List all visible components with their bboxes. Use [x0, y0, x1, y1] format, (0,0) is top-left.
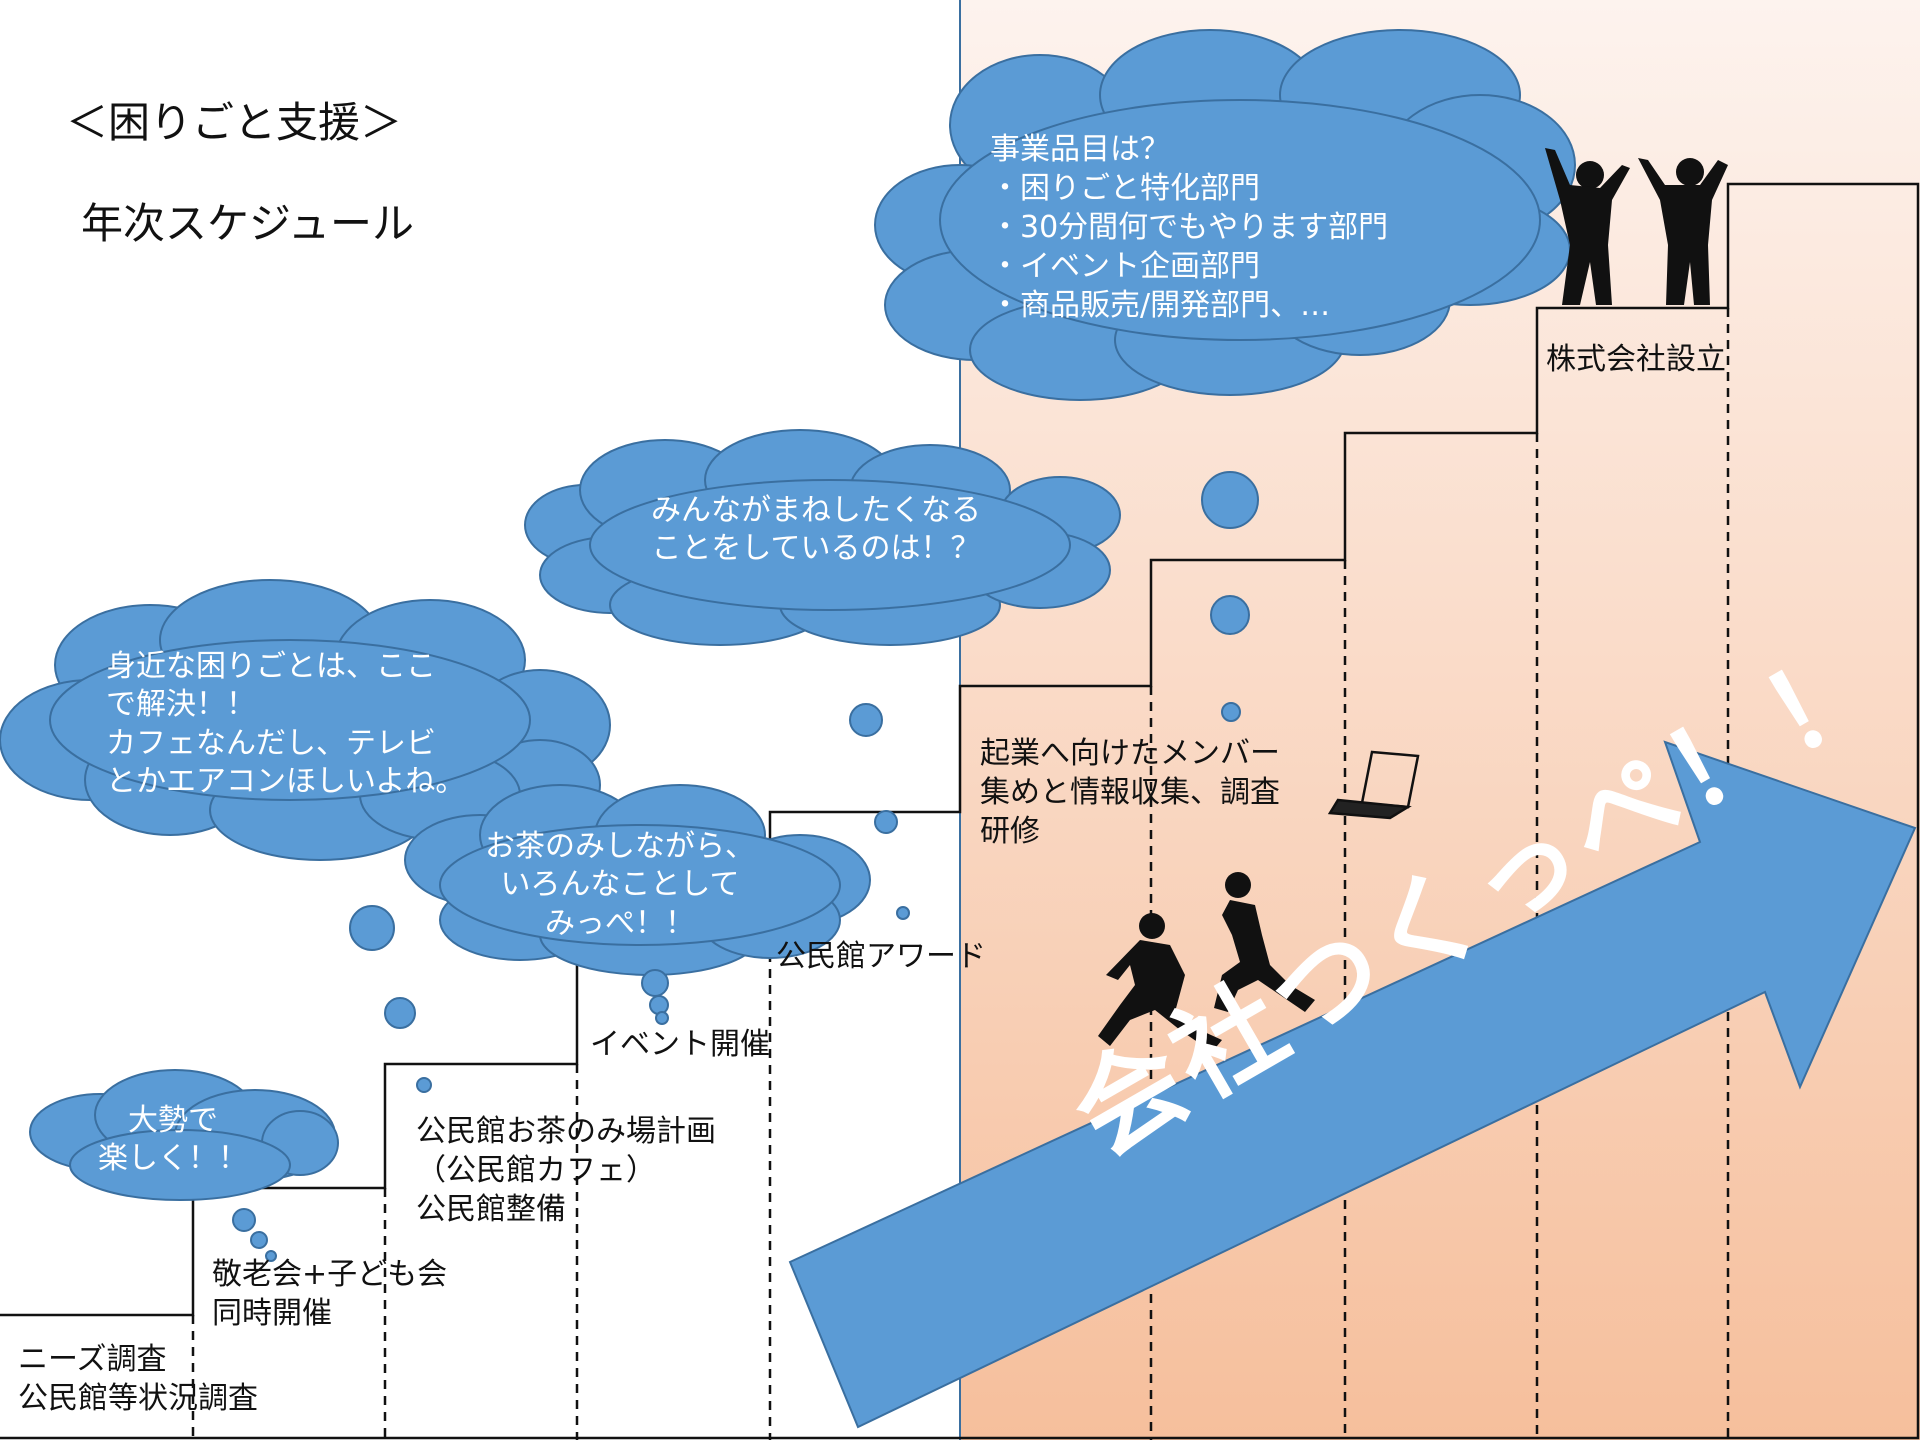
- runner-icon: [1214, 872, 1315, 1012]
- cloud-ochanomi: [404, 784, 871, 1025]
- step-label-cafe-plan: 公民館お茶のみ場計画 （公民館カフェ） 公民館整備: [416, 1114, 716, 1227]
- title-line-1: ＜困りごと支援＞: [66, 98, 403, 148]
- step-label-startup-prep: 起業へ向けたメンバー 集めと情報収集、調査 研修: [980, 736, 1280, 849]
- cloud-mijika: [0, 579, 611, 1093]
- cheering-person-icon: [1638, 158, 1728, 305]
- page-title: ＜困りごと支援＞ 年次スケジュール: [66, 48, 414, 300]
- cloud-text-jigyou: 事業品目は？ ・困りごと特化部門 ・30分間何でもやります部門 ・イベント企画部…: [990, 132, 1389, 323]
- growth-arrow: [788, 740, 1917, 1429]
- cloud-text-minna: みんながまねしたくなる ことをしているのは！？: [651, 493, 981, 567]
- step-label-needs-survey: ニーズ調査 公民館等状況調査: [18, 1342, 258, 1416]
- title-line-2: 年次スケジュール: [81, 199, 415, 249]
- step-label-event: イベント開催: [590, 1027, 770, 1062]
- cheering-person-icon: [1545, 148, 1630, 305]
- cloud-taisei: [29, 1069, 339, 1262]
- cloud-minna: [524, 429, 1121, 920]
- cloud-text-taisei: 大勢で 楽しく！！: [98, 1103, 248, 1177]
- step-label-keirou-kodomo: 敬老会+子ども会 同時開催: [212, 1257, 448, 1331]
- cloud-text-mijika: 身近な困りごとは、ここ で解決！！ カフェなんだし、テレビ とかエアコンほしいよ…: [106, 649, 466, 800]
- laptop-icon: [1327, 750, 1420, 820]
- step-label-award: 公民館アワード: [776, 939, 986, 974]
- cloud-text-ochanomi: お茶のみしながら、 いろんなことして みっぺ！！: [485, 829, 755, 941]
- runner-icon: [1098, 913, 1222, 1052]
- step-label-company: 株式会社設立: [1546, 342, 1726, 377]
- staircase-outline: [0, 182, 1920, 1440]
- cloud-jigyou: [874, 29, 1576, 722]
